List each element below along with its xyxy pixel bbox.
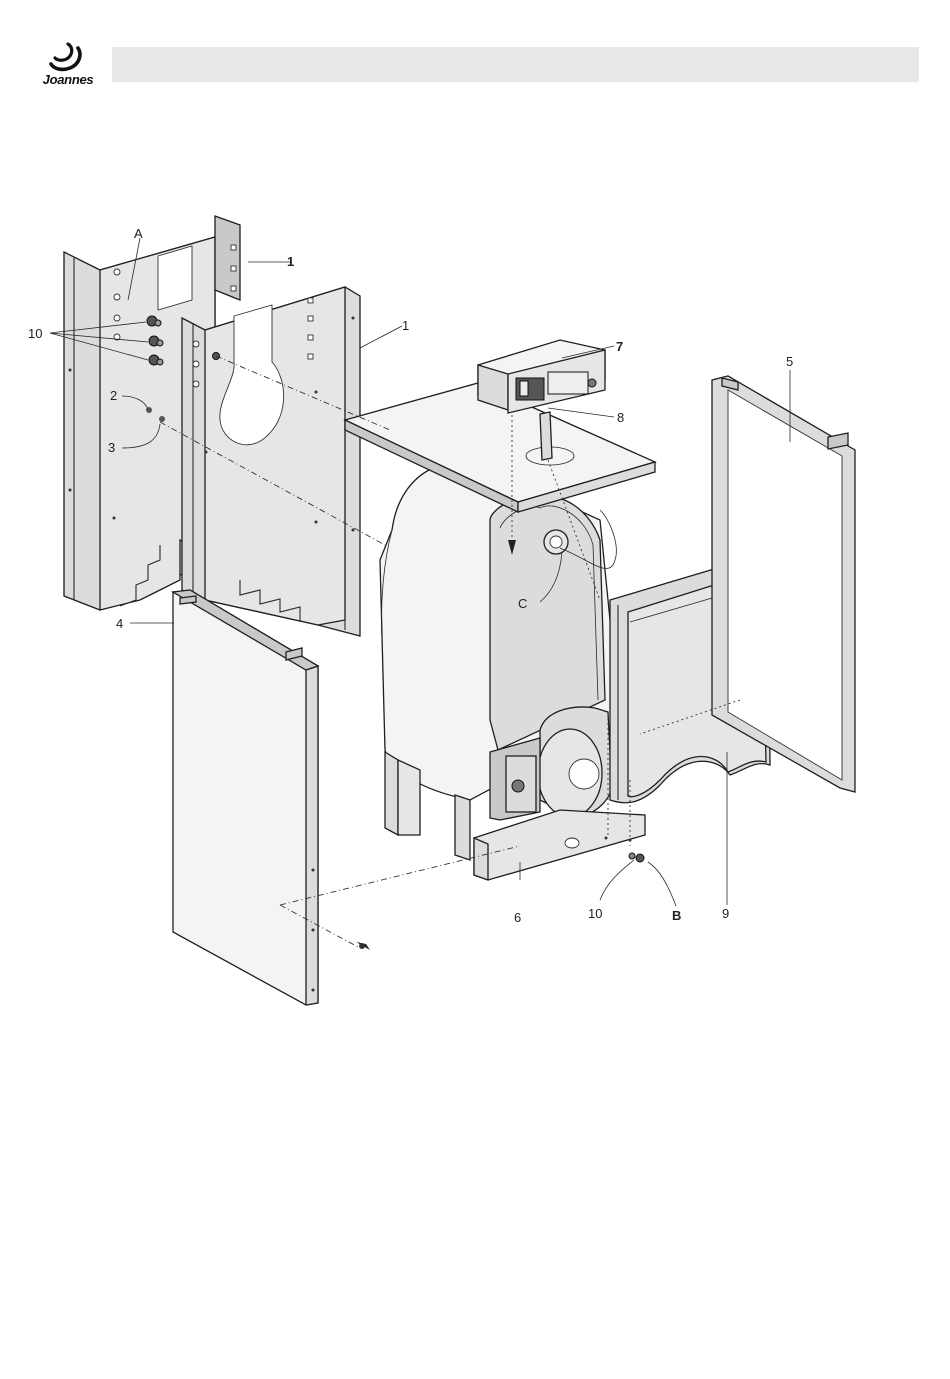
callout-A-top: A [134,226,143,241]
callout-6: 6 [514,910,521,925]
front-panel-left [173,590,318,1005]
callout-3: 3 [108,440,115,455]
callout-9: 9 [722,906,729,921]
callout-8: 8 [617,410,624,425]
boiler-body [380,463,645,881]
callout-1-back: 1 [287,254,294,269]
callout-B: B [672,908,681,923]
callout-1-front: 1 [402,318,409,333]
side-panel-front [182,287,360,636]
callout-4: 4 [116,616,123,631]
callout-C: C [518,596,527,611]
callout-10-bottom: 10 [588,906,602,921]
callout-7: 7 [616,339,623,354]
callout-5: 5 [786,354,793,369]
callout-2: 2 [110,388,117,403]
callout-10-left: 10 [28,326,42,341]
